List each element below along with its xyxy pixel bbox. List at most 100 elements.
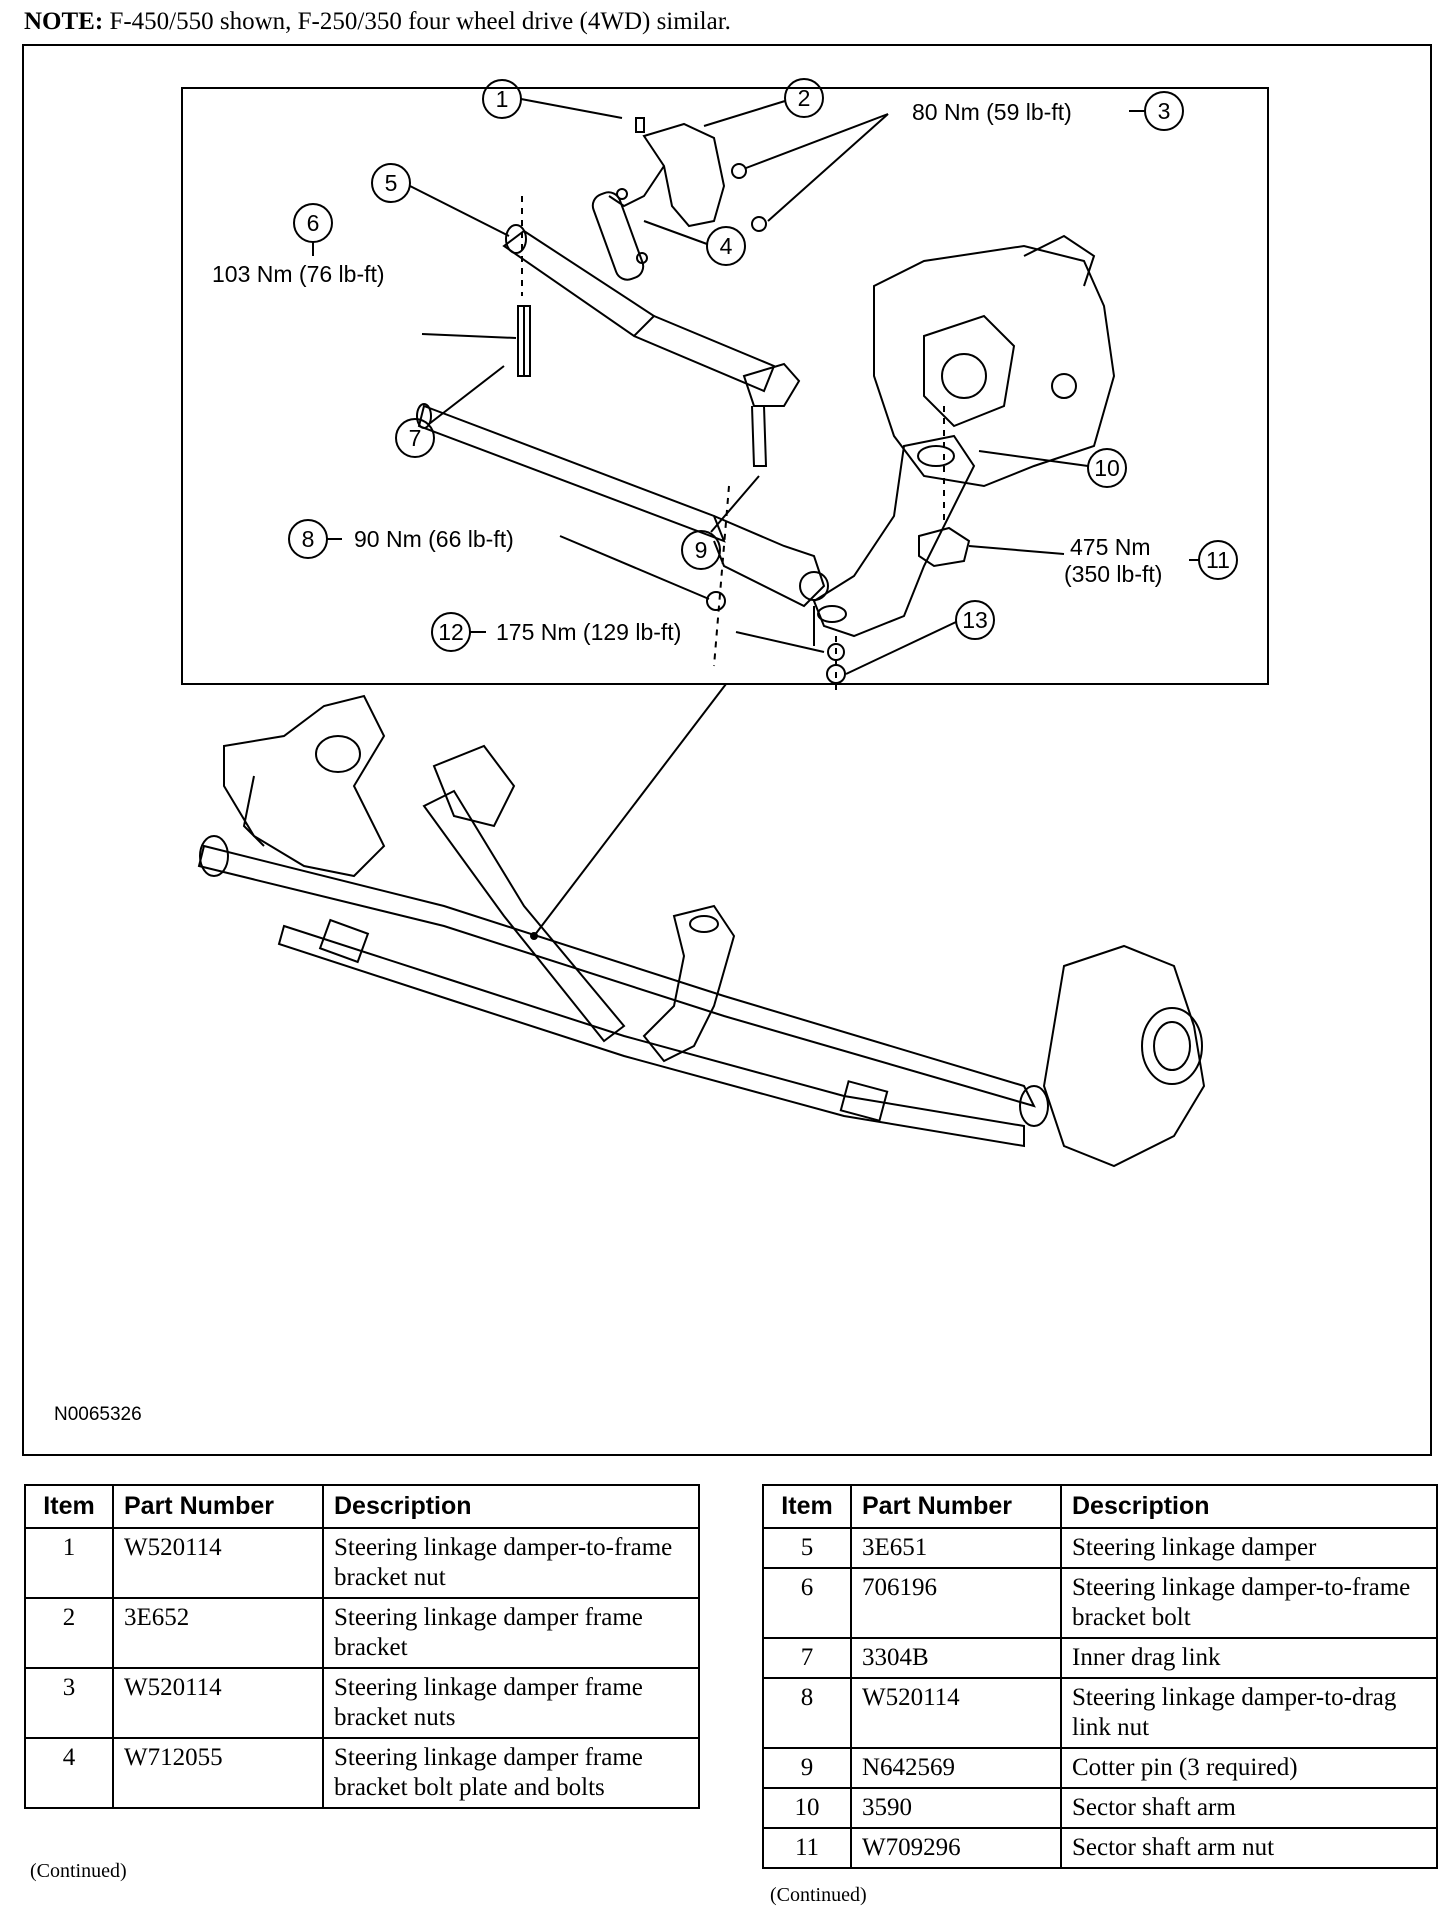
cell-description: Steering linkage damper frame bracket bo… (322, 1737, 700, 1809)
parts-table-left: Item Part Number Description 1 W520114 S… (24, 1484, 700, 1809)
illustration-frame: 1 2 3 4 5 6 7 8 9 10 11 12 13 80 Nm (59 … (22, 44, 1432, 1456)
callout-9 (681, 530, 721, 570)
figure-id: N0065326 (54, 1404, 142, 1425)
bracket-nut-upper (731, 163, 747, 179)
table-row: 11 W709296 Sector shaft arm nut (762, 1827, 1438, 1869)
cell-item: 7 (762, 1637, 852, 1679)
table-row: 2 3E652 Steering linkage damper frame br… (24, 1597, 700, 1669)
bracket-nut-lower (751, 216, 767, 232)
cell-item: 8 (762, 1677, 852, 1749)
table-row: 5 3E651 Steering linkage damper (762, 1527, 1438, 1569)
cell-part-number: W712055 (112, 1737, 324, 1809)
callout-7 (395, 418, 435, 458)
note-text: F-450/550 shown, F-250/350 four wheel dr… (103, 8, 731, 35)
cell-part-number: 3E652 (112, 1597, 324, 1669)
cell-item: 5 (762, 1527, 852, 1569)
callout-4 (706, 226, 746, 266)
cell-part-number: N642569 (850, 1747, 1062, 1789)
callout-9-num: 9 (695, 537, 708, 563)
cell-description: Sector shaft arm (1060, 1787, 1438, 1829)
callout-13-num: 13 (962, 607, 988, 633)
cell-part-number: 3590 (850, 1787, 1062, 1829)
table-header-row: Item Part Number Description (762, 1484, 1438, 1529)
note-label: NOTE: (24, 8, 104, 35)
cell-description: Sector shaft arm nut (1060, 1827, 1438, 1869)
cell-part-number: 3E651 (850, 1527, 1062, 1569)
callout-3-num: 3 (1158, 98, 1171, 124)
header-part-number: Part Number (850, 1484, 1062, 1529)
header-description: Description (1060, 1484, 1438, 1529)
continued-note-left: (Continued) (30, 1860, 127, 1882)
cell-part-number: W520114 (112, 1667, 324, 1739)
cell-description: Steering linkage damper frame bracket (322, 1597, 700, 1669)
callout-6-num: 6 (307, 210, 320, 236)
table-row: 1 W520114 Steering linkage damper-to-fra… (24, 1527, 700, 1599)
torque-label-8: 90 Nm (66 lb-ft) (354, 526, 514, 552)
note-line: NOTE: F-450/550 shown, F-250/350 four wh… (24, 8, 731, 36)
callout-7-num: 7 (409, 425, 422, 451)
callout-4-num: 4 (720, 233, 733, 259)
cell-part-number: 706196 (850, 1567, 1062, 1639)
frame-bracket-drawing (591, 117, 726, 281)
callout-1-num: 1 (496, 86, 509, 112)
steering-gear-drawing (873, 234, 1116, 488)
parts-table-right: Item Part Number Description 5 3E651 Ste… (762, 1484, 1438, 1869)
sector-shaft-arm-drawing (812, 434, 976, 638)
callout-10-num: 10 (1094, 455, 1120, 481)
callout-5-num: 5 (385, 170, 398, 196)
torque-label-12: 175 Nm (129 lb-ft) (496, 619, 681, 645)
header-description: Description (322, 1484, 700, 1529)
continued-note-right: (Continued) (770, 1884, 867, 1906)
cell-item: 9 (762, 1747, 852, 1789)
drag-link-drawing (416, 403, 829, 646)
table-row: 8 W520114 Steering linkage damper-to-dra… (762, 1677, 1438, 1749)
callout-8-num: 8 (302, 526, 315, 552)
cell-item: 2 (24, 1597, 114, 1669)
torque-label-6: 103 Nm (76 lb-ft) (212, 261, 385, 287)
cell-item: 1 (24, 1527, 114, 1599)
axle-assembly-drawing (197, 694, 1206, 1168)
cell-part-number: W520114 (850, 1677, 1062, 1749)
callout-5 (371, 163, 411, 203)
table-row: 6 706196 Steering linkage damper-to-fram… (762, 1567, 1438, 1639)
cell-part-number: 3304B (850, 1637, 1062, 1679)
cell-description: Inner drag link (1060, 1637, 1438, 1679)
cell-part-number: W520114 (112, 1527, 324, 1599)
table-header-row: Item Part Number Description (24, 1484, 700, 1529)
callout-10 (1087, 448, 1127, 488)
torque-label-11a: 475 Nm (1070, 534, 1151, 560)
callout-2 (784, 78, 824, 118)
cell-description: Steering linkage damper-to-frame bracket… (1060, 1567, 1438, 1639)
table-row: 3 W520114 Steering linkage damper frame … (24, 1667, 700, 1739)
callout-13 (955, 600, 995, 640)
torque-label-11b: (350 lb-ft) (1064, 561, 1162, 587)
cell-description: Steering linkage damper-to-drag link nut (1060, 1677, 1438, 1749)
torque-label-3: 80 Nm (59 lb-ft) (912, 99, 1072, 125)
drag-link-nut (706, 591, 726, 611)
cell-description: Steering linkage damper-to-frame bracket… (322, 1527, 700, 1599)
cell-item: 6 (762, 1567, 852, 1639)
table-row: 7 3304B Inner drag link (762, 1637, 1438, 1679)
cell-description: Cotter pin (3 required) (1060, 1747, 1438, 1789)
cell-description: Steering linkage damper frame bracket nu… (322, 1667, 700, 1739)
callout-2-num: 2 (798, 85, 811, 111)
inset-leader-line (533, 683, 727, 937)
damper-bolt (517, 305, 531, 377)
cell-item: 10 (762, 1787, 852, 1829)
header-part-number: Part Number (112, 1484, 324, 1529)
cell-item: 11 (762, 1827, 852, 1869)
callout-11-num: 11 (1206, 547, 1230, 573)
table-row: 4 W712055 Steering linkage damper frame … (24, 1737, 700, 1809)
callout-12-num: 12 (438, 619, 464, 645)
detail-inset-box (181, 87, 1269, 685)
steering-linkage-illustration: 1 2 3 4 5 6 7 8 9 10 11 12 13 80 Nm (59 … (181, 78, 1269, 1168)
cell-description: Steering linkage damper (1060, 1527, 1438, 1569)
sector-arm-nut (918, 526, 971, 568)
header-item: Item (762, 1484, 852, 1529)
table-row: 9 N642569 Cotter pin (3 required) (762, 1747, 1438, 1789)
header-item: Item (24, 1484, 114, 1529)
table-row: 10 3590 Sector shaft arm (762, 1787, 1438, 1829)
cell-item: 3 (24, 1667, 114, 1739)
cell-part-number: W709296 (850, 1827, 1062, 1869)
damper-drawing (502, 224, 801, 467)
